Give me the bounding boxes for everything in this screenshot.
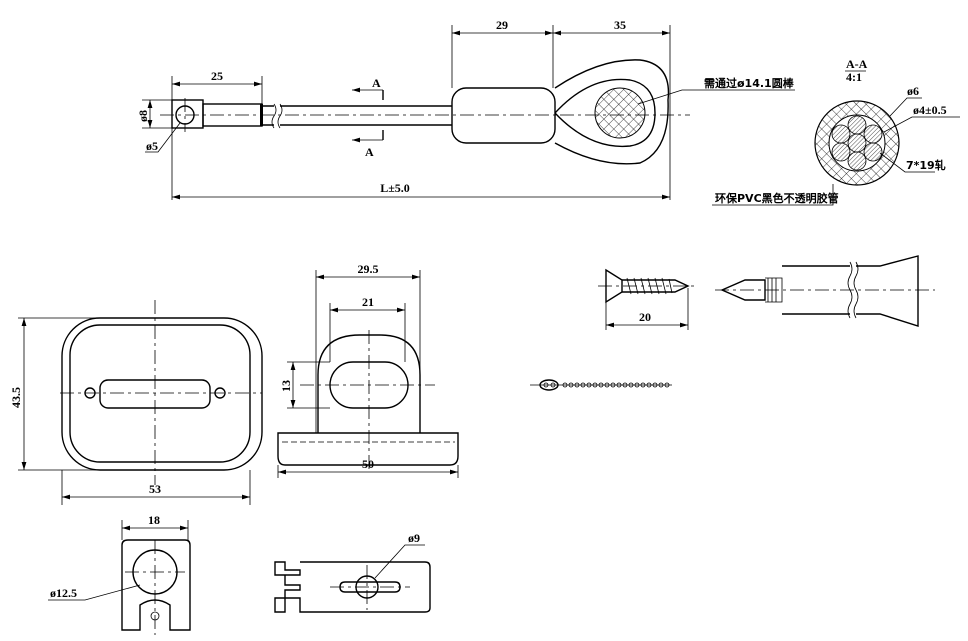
plate-view: ø9 — [274, 531, 431, 613]
bracket-front-view: 43.5 53 — [9, 300, 263, 505]
dim-dia-5: ø5 — [146, 139, 158, 153]
eye-loop — [554, 59, 670, 165]
dim-50: 50 — [362, 457, 374, 471]
dim-18: 18 — [148, 513, 160, 527]
dim-53: 53 — [149, 482, 161, 496]
rod-hole — [594, 87, 646, 139]
section-mark-a: A — [365, 145, 374, 159]
dim-length: L±5.0 — [380, 181, 410, 195]
dim-dia-6: ø6 — [907, 84, 919, 98]
dim-dia-12-5: ø12.5 — [50, 586, 77, 600]
section-title: A-A — [846, 57, 868, 71]
dim-13: 13 — [279, 380, 293, 392]
dim-dia-8: ø8 — [136, 110, 150, 122]
note-rod: 需通过ø14.1圆棒 — [704, 76, 795, 90]
dim-29-5: 29.5 — [358, 262, 379, 276]
clip-view: 18 ø12.5 — [48, 513, 191, 635]
strands — [831, 115, 883, 171]
dim-21: 21 — [362, 295, 374, 309]
dim-dia-9: ø9 — [408, 531, 420, 545]
dim-29: 29 — [496, 18, 508, 32]
section-scale: 4:1 — [846, 70, 862, 84]
dim-43-5: 43.5 — [9, 387, 23, 408]
dim-20: 20 — [639, 310, 651, 324]
cable — [263, 105, 452, 126]
cable-assembly-view: 25 29 35 ø8 ø5 L±5.0 A A 需通过ø14.1圆棒 — [136, 18, 795, 200]
screw: 20 — [598, 268, 695, 330]
dim-dia-4: ø4±0.5 — [913, 103, 947, 117]
strand-spec: 7*19轧 — [906, 158, 946, 172]
sheath-spec: 环保PVC黑色不透明胶管 — [715, 191, 839, 205]
section-mark-a: A — [372, 76, 381, 90]
section-a-a: A-A 4:1 ø6 ø4±0.5 7*19轧 环保PVC黑色不透明胶管 — [712, 57, 960, 206]
wall-plug — [715, 255, 935, 327]
dim-25: 25 — [211, 69, 223, 83]
ferrule — [451, 87, 556, 144]
dim-35: 35 — [614, 18, 626, 32]
bracket-side-view: 29.5 21 13 50 — [277, 262, 459, 478]
bead-chain — [530, 379, 672, 391]
